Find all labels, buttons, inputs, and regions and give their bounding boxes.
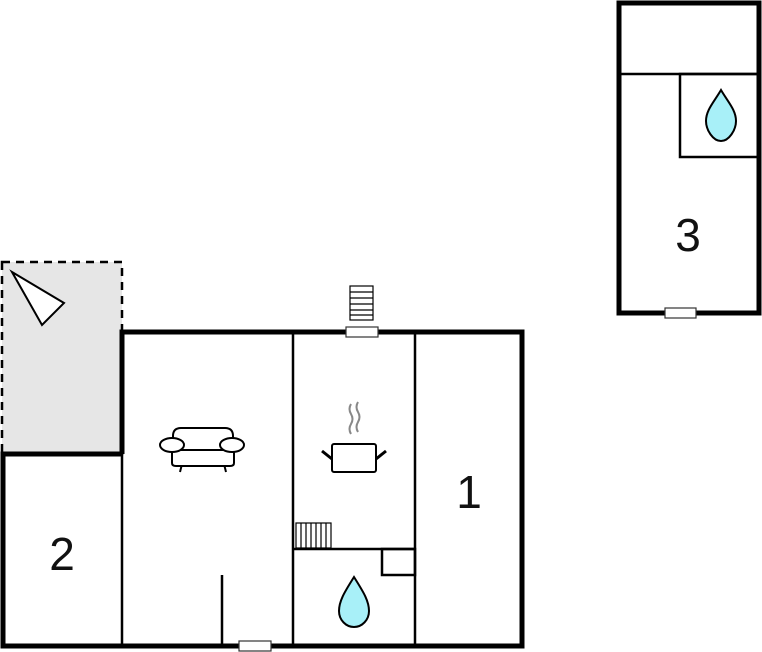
exterior-walls bbox=[0, 329, 525, 649]
door-icon bbox=[664, 307, 697, 319]
cooking-pot-icon bbox=[321, 401, 387, 473]
compass-icon bbox=[9, 269, 66, 327]
annex bbox=[616, 0, 762, 316]
door-icon bbox=[345, 326, 379, 338]
sofa-icon bbox=[159, 427, 245, 473]
room-label-2: 2 bbox=[49, 528, 75, 580]
interior-walls bbox=[120, 332, 417, 646]
door-icon bbox=[238, 640, 272, 652]
water-drop-icon bbox=[337, 575, 371, 629]
water-drop-icon bbox=[704, 88, 738, 143]
stairs-icon bbox=[295, 522, 332, 549]
room-label-3: 3 bbox=[675, 209, 701, 261]
stairs-icon bbox=[349, 285, 374, 321]
room-label-1: 1 bbox=[456, 466, 482, 518]
terrace bbox=[0, 260, 124, 456]
